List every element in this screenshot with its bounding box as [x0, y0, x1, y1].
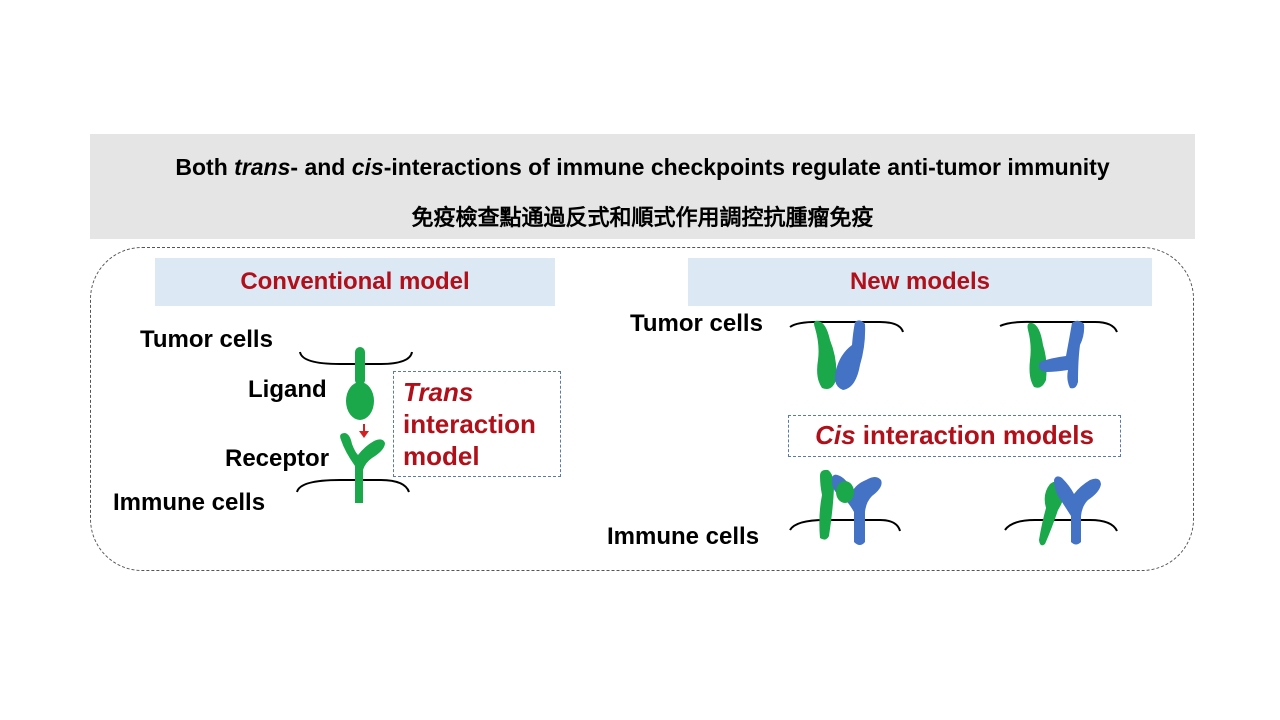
new-cis-pair-1	[819, 469, 882, 545]
new-immune-cells-label: Immune cells	[607, 523, 760, 550]
tumor-cells-label: Tumor cells	[140, 326, 273, 353]
conventional-model-header: Conventional model	[155, 258, 555, 306]
new-tumor-cells-label: Tumor cells	[630, 310, 763, 337]
immune-cells-label: Immune cells	[113, 489, 266, 516]
new-trans-pair-1	[814, 320, 866, 390]
trans-model-box	[393, 371, 561, 477]
ligand-label: Ligand	[248, 376, 327, 403]
new-tumor-membrane-2	[999, 320, 1118, 333]
title-english: Both trans- and cis-interactions of immu…	[175, 154, 1110, 180]
new-immune-membrane-1	[789, 519, 901, 532]
title-banner: Both trans- and cis-interactions of immu…	[90, 134, 1195, 239]
cis-models-box	[788, 415, 1121, 457]
conventional-immune-membrane	[296, 479, 410, 493]
title-chinese: 免疫檢查點通過反式和順式作用調控抗腫瘤免疫	[411, 206, 874, 231]
diagram-frame	[90, 247, 1194, 571]
receptor-label: Receptor	[225, 445, 330, 472]
new-cis-pair-2	[1039, 476, 1101, 546]
ligand-shape	[346, 347, 374, 420]
new-models-header: New models	[688, 258, 1152, 306]
cis-models-label: Cis interaction models	[815, 420, 1094, 450]
binding-arrow-icon	[359, 424, 369, 438]
new-immune-membrane-2	[1004, 519, 1118, 532]
trans-model-label: Trans interaction model	[403, 377, 536, 471]
new-trans-pair-2	[1027, 320, 1085, 389]
receptor-shape	[340, 433, 385, 503]
new-tumor-membrane-1	[789, 320, 904, 333]
